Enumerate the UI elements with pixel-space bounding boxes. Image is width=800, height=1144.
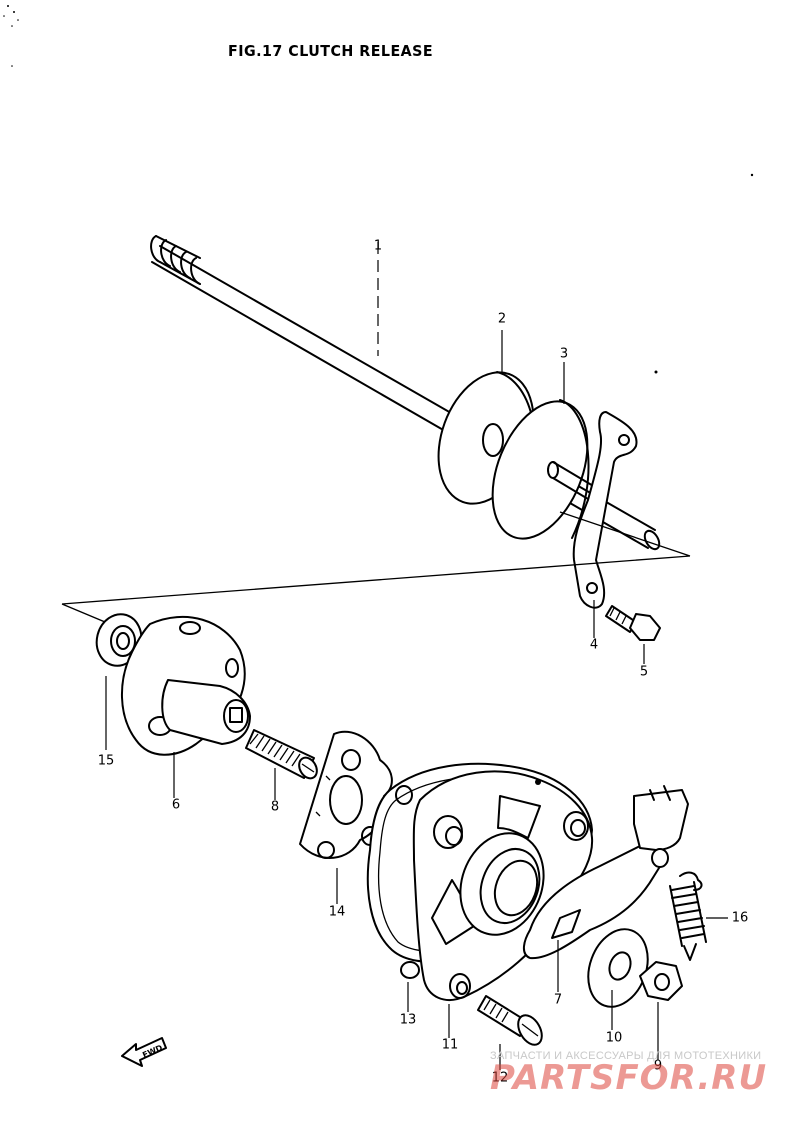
callout-2: 2 (497, 311, 507, 327)
callout-11: 11 (441, 1037, 459, 1053)
callout-7: 7 (553, 992, 563, 1008)
callout-14: 14 (328, 904, 346, 920)
part-12-screw (477, 995, 543, 1046)
part-7-release-lever (523, 785, 689, 960)
part-6-release-cam (121, 615, 251, 756)
callout-5: 5 (639, 664, 649, 680)
callout-13: 13 (399, 1012, 417, 1028)
callout-1: 1 (373, 238, 383, 254)
part-3-washer (491, 399, 601, 540)
page-title: FIG.17 CLUTCH RELEASE (228, 42, 434, 60)
part-11-release-cover (412, 770, 594, 1001)
leader-lines (105, 242, 728, 1070)
part-9-nut (639, 961, 683, 1001)
callout-16: 16 (731, 910, 749, 926)
callout-8: 8 (270, 799, 280, 815)
callout-12: 12 (491, 1070, 509, 1086)
watermark-tagline: ЗАПЧАСТИ И АКСЕССУАРЫ ДЛЯ МОТОТЕХНИКИ (490, 1050, 762, 1062)
callout-3: 3 (559, 346, 569, 362)
part-16-return-spring (669, 871, 707, 961)
part-4-release-plate (572, 411, 638, 609)
part-8-adjusting-screw (245, 729, 318, 780)
scan-specks (3, 5, 754, 374)
callout-9: 9 (653, 1058, 663, 1074)
callout-4: 4 (589, 637, 599, 653)
forward-arrow-icon: FWD (121, 1037, 167, 1067)
callout-10: 10 (605, 1030, 623, 1046)
callout-6: 6 (171, 797, 181, 813)
part-10-washer (587, 928, 649, 1008)
part-5-bolt (605, 605, 661, 641)
watermark-logo: PARTSFOR.RU (490, 1058, 768, 1098)
callout-15: 15 (97, 753, 115, 769)
